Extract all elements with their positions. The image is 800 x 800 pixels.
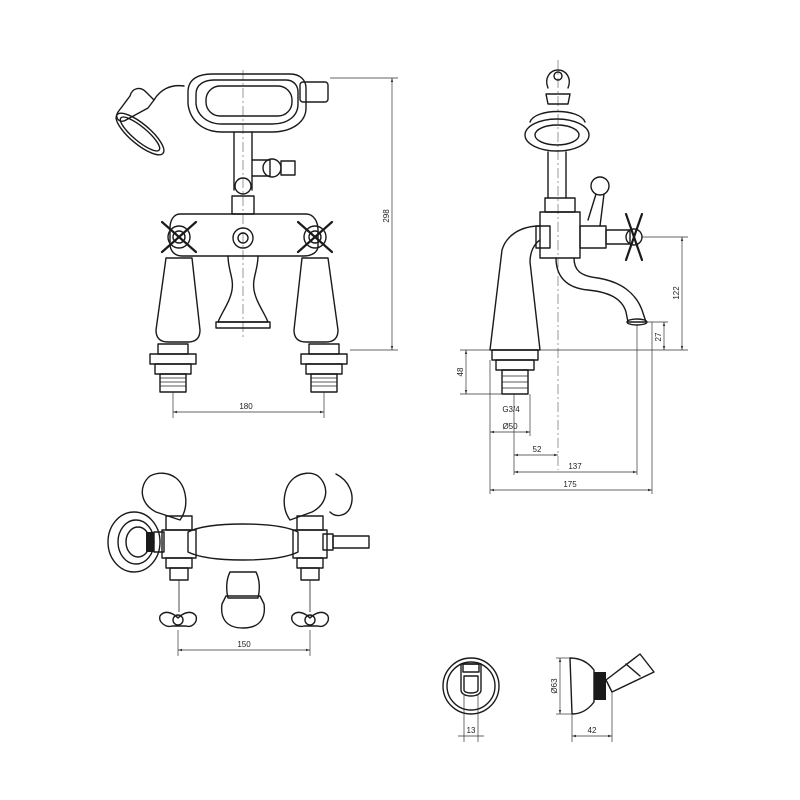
dim-plan-centres: 150 <box>237 640 251 649</box>
dim-offset-52: 52 <box>533 445 542 454</box>
side-elevation: 122 27 48 G3/4 Ø50 52 137 175 <box>456 60 688 494</box>
dim-spout-clearance: 27 <box>654 332 663 341</box>
plan-view: 150 <box>107 472 370 656</box>
front-elevation: 298 180 <box>115 70 398 418</box>
wall-holder-front: 13 <box>442 657 500 742</box>
dim-spout-height: 122 <box>672 286 681 300</box>
dim-thread: G3/4 <box>502 405 520 414</box>
dim-holder-width: 13 <box>467 726 476 735</box>
dim-holder-dia: Ø63 <box>550 678 559 694</box>
left-tail <box>149 343 197 393</box>
dim-front-height: 298 <box>382 209 391 223</box>
dim-offset-137: 137 <box>568 462 582 471</box>
dim-overall-175: 175 <box>563 480 577 489</box>
right-crosshead <box>296 220 334 254</box>
left-crosshead <box>160 220 198 254</box>
right-tail <box>300 343 348 393</box>
wall-holder-side: Ø63 42 <box>550 653 655 742</box>
dim-base-dia: Ø50 <box>502 422 518 431</box>
dim-tail-length: 48 <box>456 367 465 376</box>
dim-holder-depth: 42 <box>588 726 597 735</box>
dim-front-centres: 180 <box>239 402 253 411</box>
